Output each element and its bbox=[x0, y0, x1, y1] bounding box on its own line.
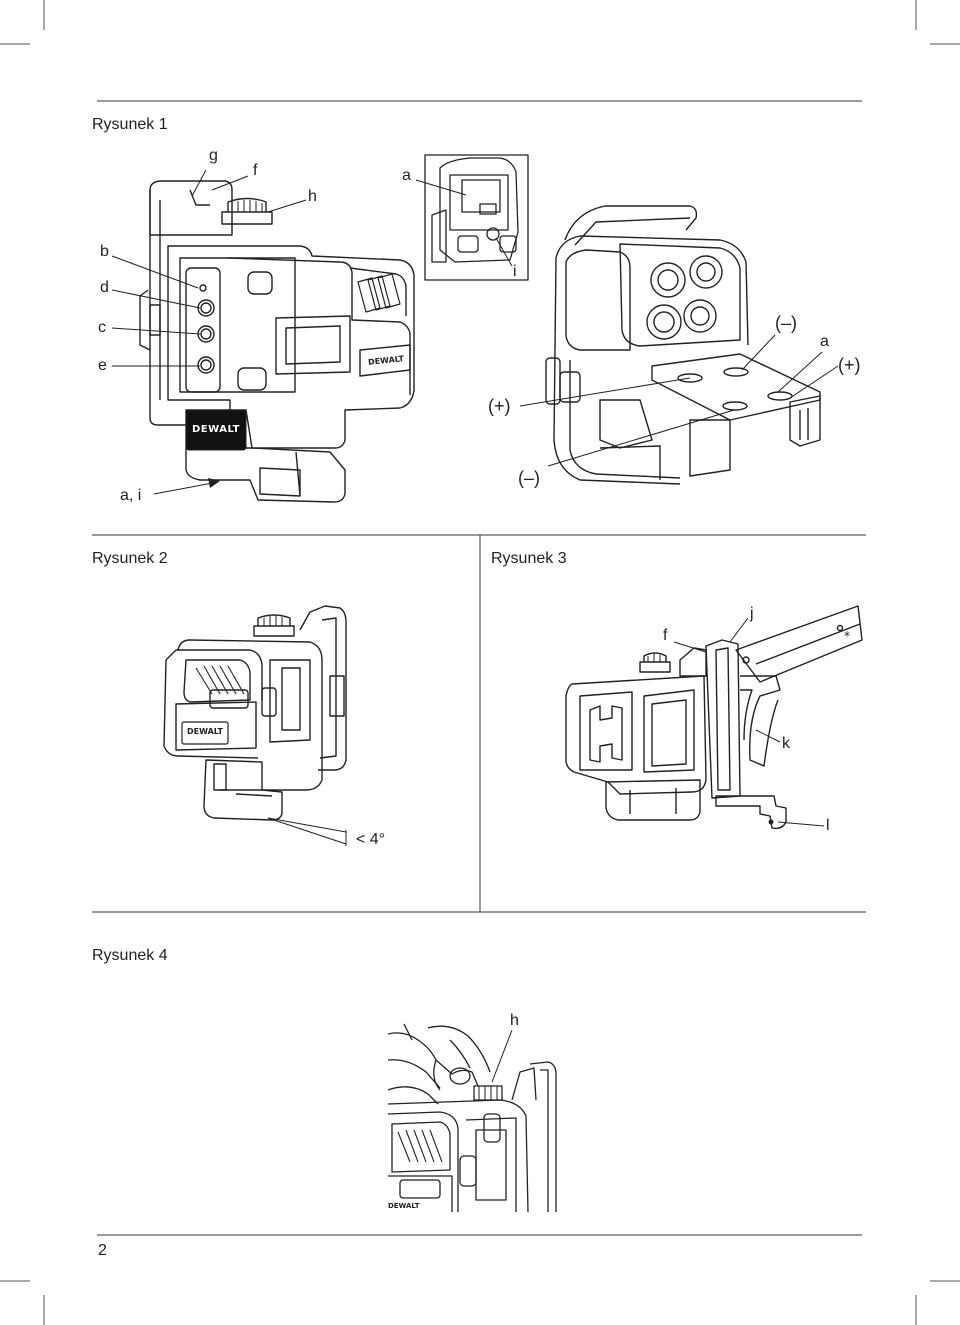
label-f: f bbox=[253, 162, 258, 179]
dewalt-logo-fig2: DEWALT bbox=[187, 727, 223, 736]
label-i: i bbox=[513, 263, 517, 280]
label-plus-left: (+) bbox=[488, 396, 511, 416]
figure-3-title: Rysunek 3 bbox=[491, 550, 567, 567]
label-minus-top: (–) bbox=[775, 313, 797, 333]
label-j: j bbox=[750, 605, 754, 622]
figure-1-laser-bottom-view bbox=[0, 0, 960, 535]
label-l: l bbox=[826, 817, 830, 834]
label-a-top: a bbox=[402, 167, 411, 184]
figure-1-leader-lines bbox=[0, 0, 960, 535]
label-minus-bottom: (–) bbox=[518, 468, 540, 488]
label-d: d bbox=[100, 279, 109, 296]
figure-2-laser-tilted bbox=[0, 0, 960, 912]
dewalt-logo-fig4: DEWALT bbox=[388, 1202, 420, 1210]
figure-4-leader bbox=[0, 0, 960, 1235]
figure-4-title: Rysunek 4 bbox=[92, 947, 168, 964]
label-k: k bbox=[782, 735, 790, 752]
figure-1-title: Rysunek 1 bbox=[92, 116, 168, 133]
figure-3-laser-on-bracket: * bbox=[0, 0, 960, 912]
label-a-i: a, i bbox=[120, 487, 142, 504]
label-f-fig3: f bbox=[663, 627, 668, 644]
label-g: g bbox=[209, 147, 218, 164]
label-h: h bbox=[308, 188, 317, 205]
figure-2-title: Rysunek 2 bbox=[92, 550, 168, 567]
figure-1-inset-bottom-view bbox=[0, 0, 960, 535]
figure-1-laser-level-front bbox=[0, 0, 960, 535]
dewalt-logo-fig1: DEWALT bbox=[192, 424, 240, 435]
label-h-fig4: h bbox=[510, 1012, 519, 1029]
page-number: 2 bbox=[98, 1242, 107, 1259]
label-a-right: a bbox=[820, 333, 829, 350]
figure-4-hand-turning-knob bbox=[0, 0, 960, 1235]
label-c: c bbox=[98, 319, 106, 336]
label-plus-right: (+) bbox=[838, 355, 861, 375]
svg-text:*: * bbox=[844, 629, 850, 643]
label-b: b bbox=[100, 243, 109, 260]
label-e: e bbox=[98, 357, 107, 374]
label-angle: < 4° bbox=[356, 831, 386, 848]
